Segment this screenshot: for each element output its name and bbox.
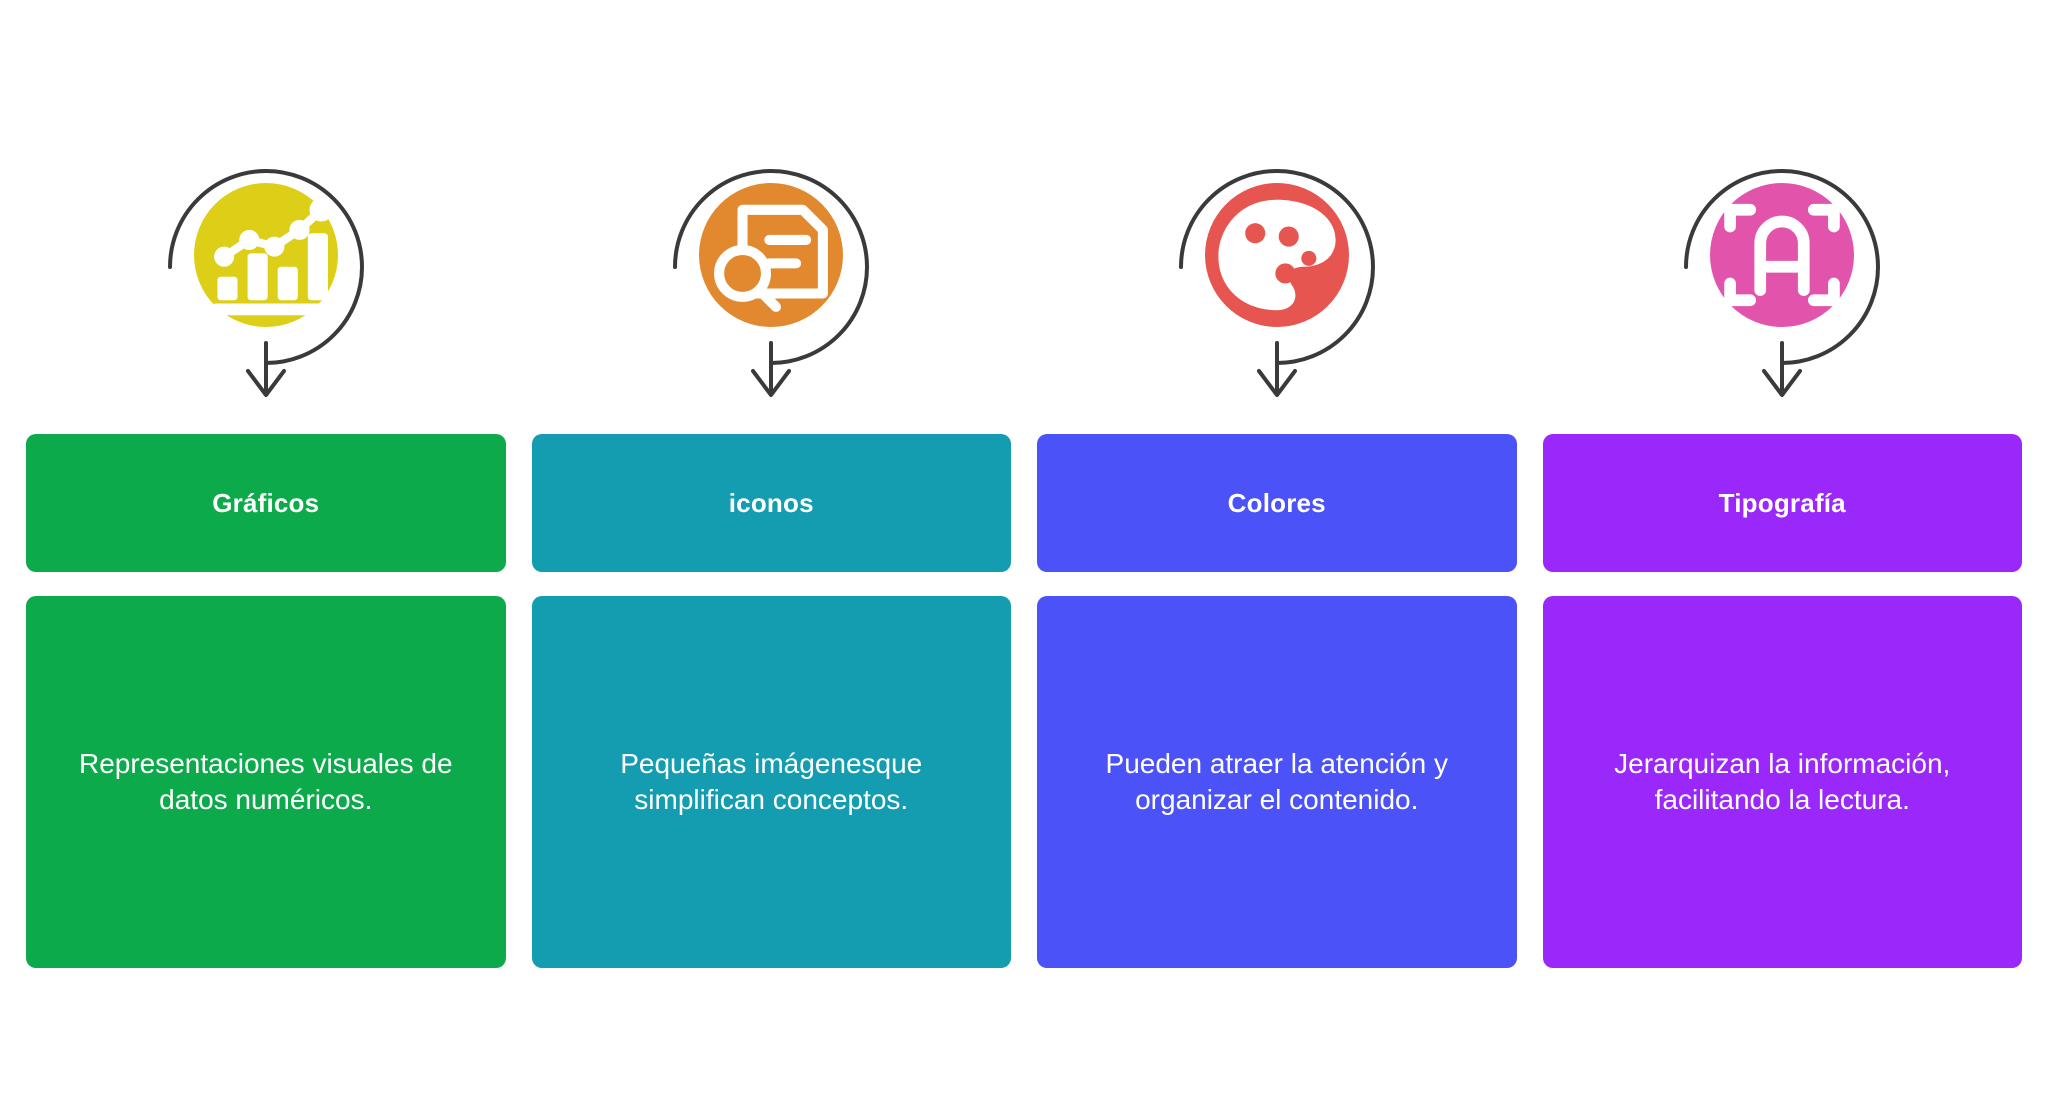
column-colores: Colores Pueden atraer la atención y orga…	[1037, 0, 1517, 1097]
body-card-colores[interactable]: Pueden atraer la atención y organizar el…	[1037, 596, 1517, 968]
body-text-colores: Pueden atraer la atención y organizar el…	[1105, 748, 1448, 815]
body-card-iconos[interactable]: Pequeñas imágenesque simplifican concept…	[531, 596, 1011, 968]
pin-zone-iconos	[532, 0, 1012, 434]
body-text-graficos: Representaciones visuales de datos numér…	[78, 748, 453, 815]
title-label-iconos: iconos	[728, 487, 814, 518]
body-card-graficos[interactable]: Representaciones visuales de datos numér…	[26, 596, 506, 968]
title-label-graficos: Gráficos	[212, 487, 320, 518]
title-card-tipografia[interactable]: Tipografía	[1542, 434, 2022, 572]
pin-zone-colores	[1037, 0, 1517, 434]
icon-disc-iconos	[699, 183, 844, 327]
pin-zone-graficos	[26, 0, 506, 434]
column-iconos: iconos Pequeñas imágenesque simplifican …	[531, 0, 1012, 1097]
bar-chart-growth-icon	[210, 198, 335, 316]
typography-letter-a-icon	[1724, 203, 1841, 307]
paint-palette-icon	[1218, 199, 1336, 311]
title-card-iconos[interactable]: iconos	[531, 434, 1011, 572]
document-search-icon	[714, 204, 829, 312]
icon-disc-tipografia	[1710, 183, 1855, 327]
title-card-graficos[interactable]: Gráficos	[26, 434, 506, 572]
pin-marker-tipografia	[1672, 155, 1892, 403]
body-text-iconos: Pequeñas imágenesque simplifican concept…	[620, 748, 923, 815]
title-card-colores[interactable]: Colores	[1037, 434, 1517, 572]
pin-zone-tipografia	[1543, 0, 2023, 434]
column-group: Gráficos Representaciones visuales de da…	[26, 0, 2022, 1097]
icon-disc-colores	[1204, 183, 1349, 327]
title-label-colores: Colores	[1227, 487, 1326, 518]
pin-marker-iconos	[661, 155, 881, 403]
pin-marker-colores	[1167, 155, 1387, 403]
title-label-tipografia: Tipografía	[1718, 487, 1846, 518]
icon-disc-graficos	[193, 183, 338, 327]
column-tipografia: Tipografía Jerarquizan la información, f…	[1542, 0, 2023, 1097]
column-graficos: Gráficos Representaciones visuales de da…	[26, 0, 506, 1097]
body-card-tipografia[interactable]: Jerarquizan la información, facilitando …	[1542, 596, 2022, 968]
body-text-tipografia: Jerarquizan la información, facilitando …	[1614, 748, 1951, 815]
pin-marker-graficos	[156, 155, 376, 403]
